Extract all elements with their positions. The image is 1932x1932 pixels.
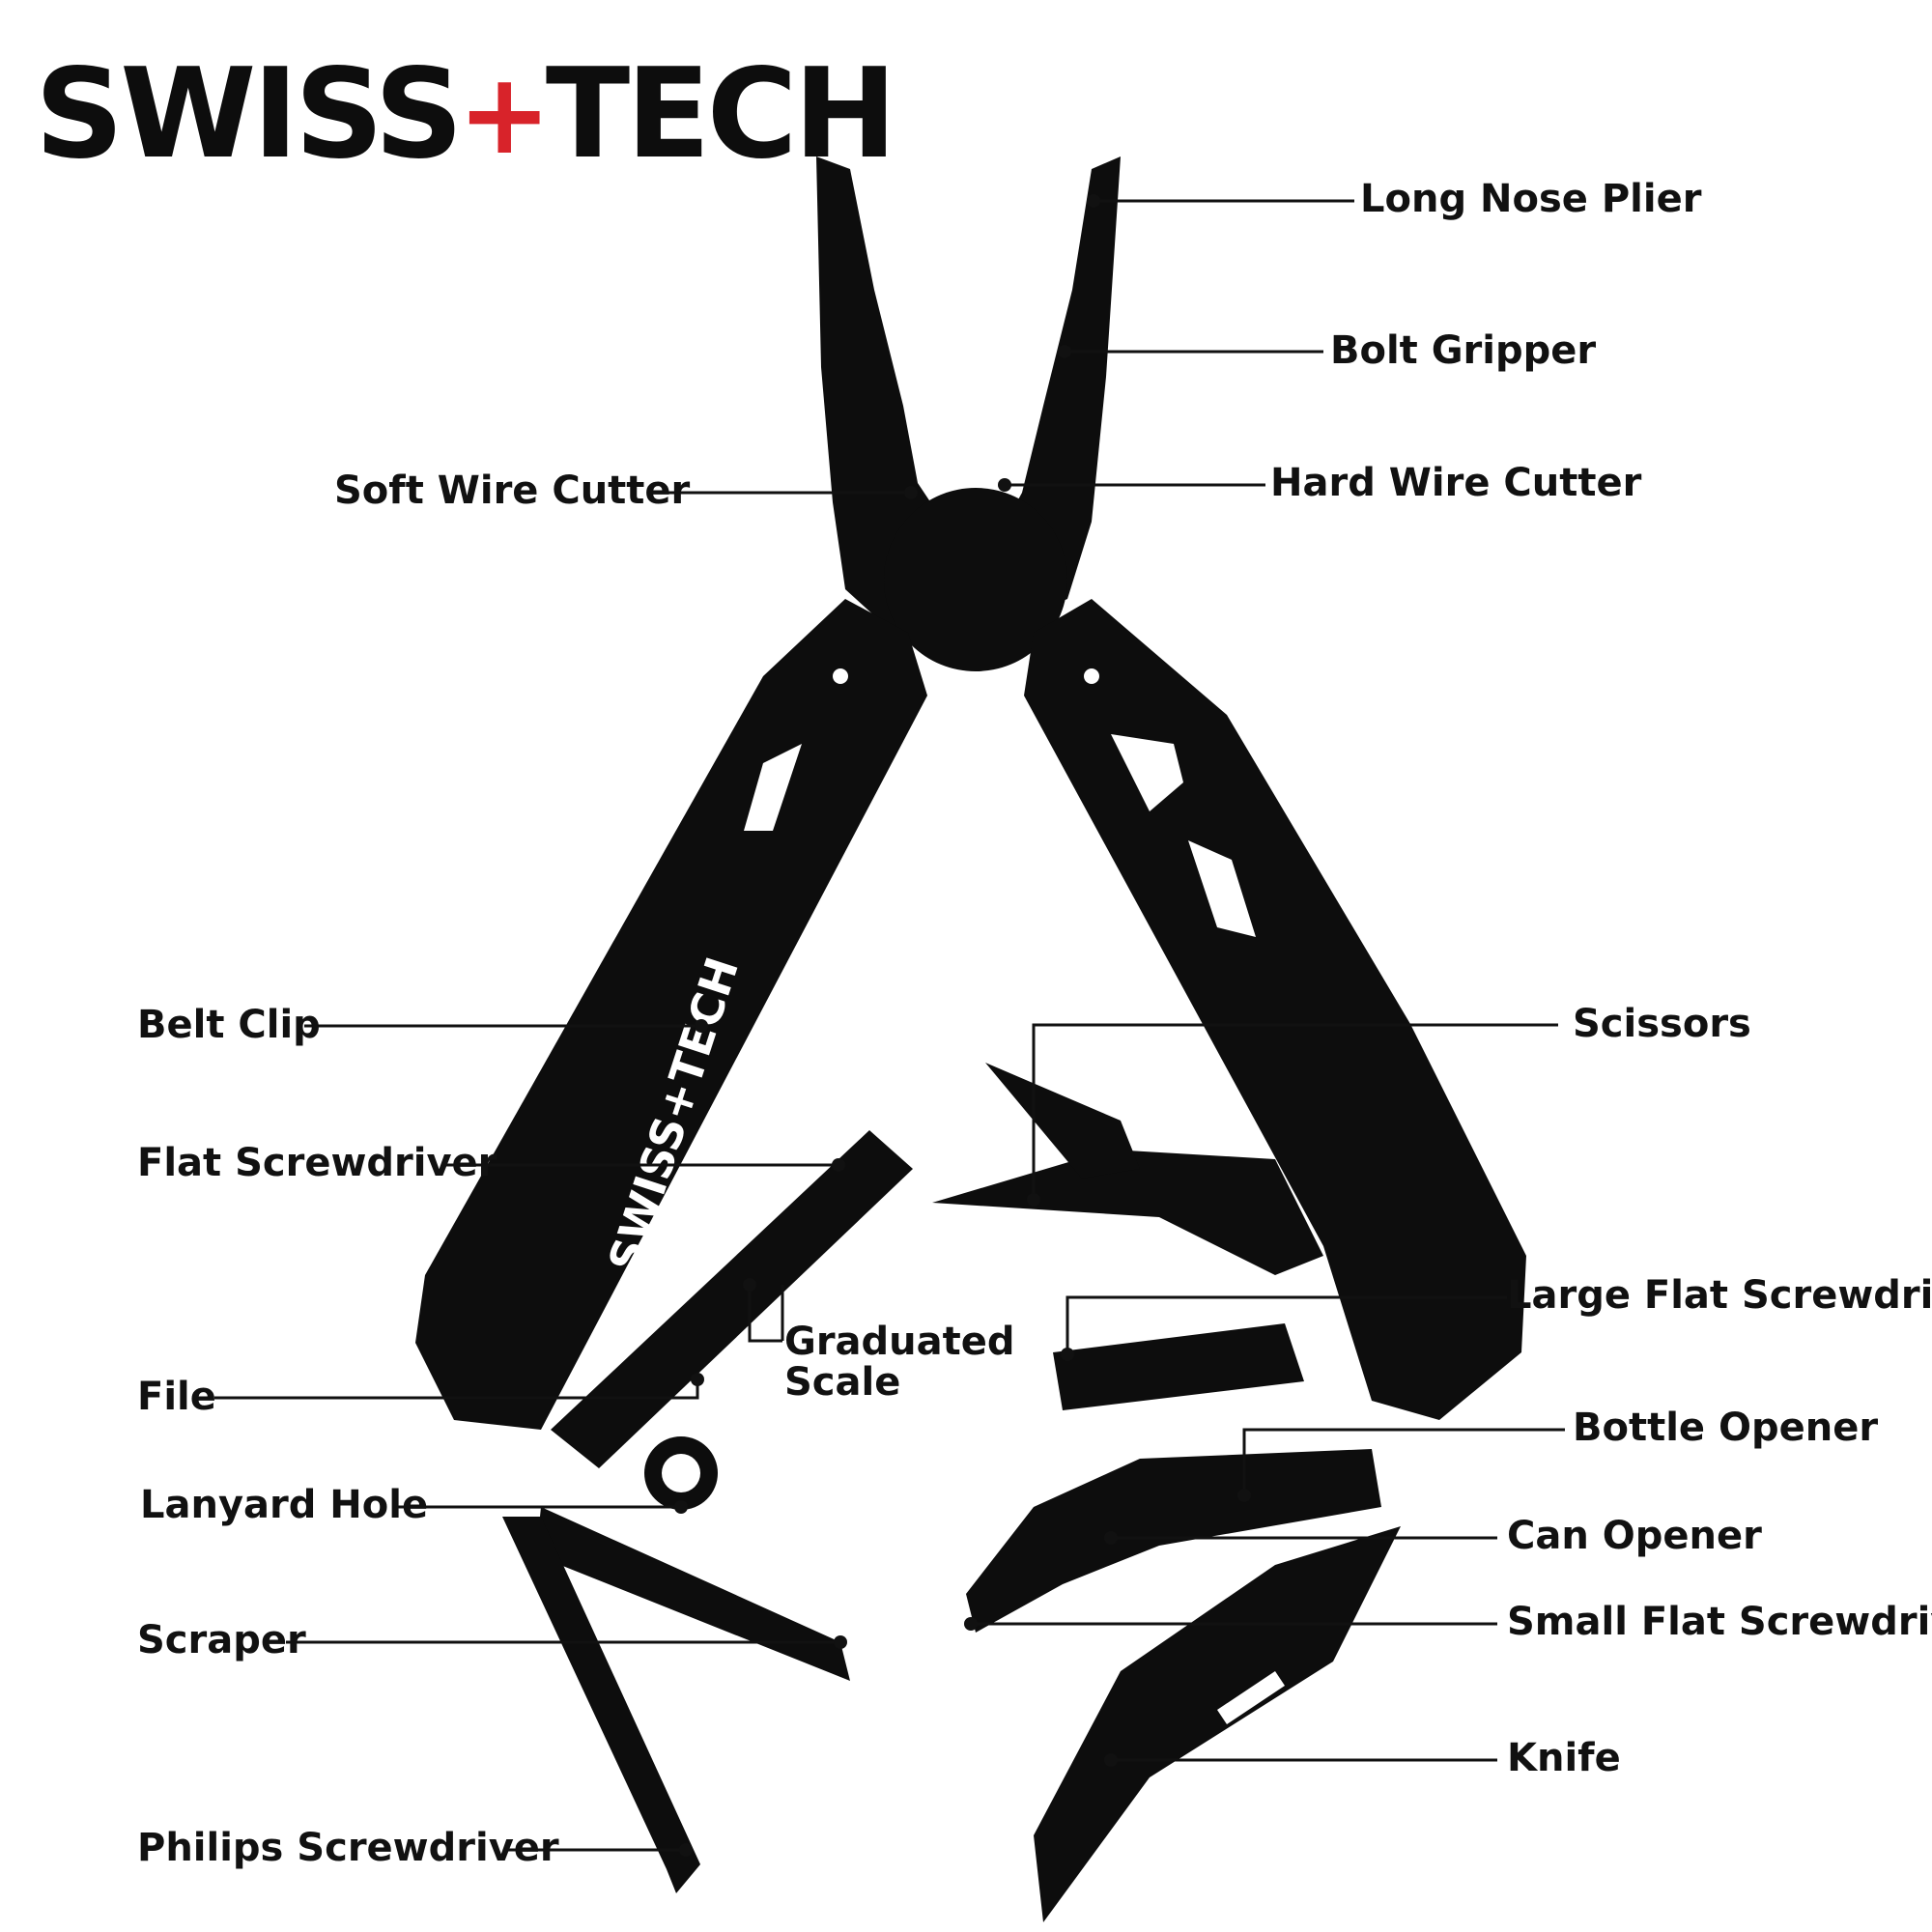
leader-scissors xyxy=(1032,1023,1558,1200)
multitool xyxy=(415,156,1526,1922)
dot-long-nose-plier xyxy=(1087,194,1100,208)
label-scraper: Scraper xyxy=(137,1618,306,1662)
leader-graduated-scale-2 xyxy=(748,1285,782,1343)
scraper-blade xyxy=(536,1507,850,1681)
label-belt-clip: Belt Clip xyxy=(137,1003,321,1047)
lanyard-hole-opening xyxy=(662,1454,700,1492)
dot-flat-screwdriver xyxy=(832,1158,845,1172)
label-soft-wire-cutter: Soft Wire Cutter xyxy=(334,469,691,513)
scissors-tool xyxy=(932,1150,1323,1275)
dot-philips-screwdriver xyxy=(679,1843,693,1857)
label-file: File xyxy=(137,1375,216,1419)
left-screw xyxy=(833,668,848,684)
label-long-nose-plier: Long Nose Plier xyxy=(1360,177,1702,221)
label-large-flat-screwdriver: Large Flat Screwdriver xyxy=(1507,1273,1932,1318)
knife-blade xyxy=(1034,1526,1401,1922)
dot-belt-clip xyxy=(695,1019,708,1033)
brand-logo-right: TECH xyxy=(545,43,897,186)
bottom-left-screw xyxy=(485,1436,500,1452)
brand-logo: SWISS+TECH xyxy=(35,43,897,187)
philips-screwdriver-shaft xyxy=(502,1517,700,1893)
leader-bottle-opener xyxy=(1242,1428,1565,1495)
leader-large-flat-screwdriver xyxy=(1065,1295,1507,1354)
right-handle-window-2 xyxy=(1188,840,1256,937)
label-knife: Knife xyxy=(1507,1736,1621,1780)
label-scissors: Scissors xyxy=(1573,1002,1751,1046)
pivot xyxy=(884,488,1067,671)
dot-bottle-opener xyxy=(1237,1489,1251,1502)
bottom-right-screw xyxy=(1407,1436,1423,1452)
dot-lanyard-hole xyxy=(674,1500,688,1514)
dot-large-flat-screwdriver xyxy=(1061,1348,1074,1361)
dot-graduated-scale xyxy=(743,1278,756,1292)
bottle-can-opener xyxy=(966,1449,1381,1633)
large-screwdriver-blade xyxy=(1053,1323,1304,1410)
label-flat-screwdriver: Flat Screwdriver xyxy=(137,1141,497,1185)
scissors-upper-blade xyxy=(985,1063,1140,1179)
multitool-cutouts xyxy=(485,668,1423,1724)
label-bolt-gripper: Bolt Gripper xyxy=(1330,328,1597,373)
label-philips-screwdriver: Philips Screwdriver xyxy=(137,1826,559,1870)
knife-thumb-slot xyxy=(1217,1671,1285,1724)
label-graduated-scale: Graduated Scale xyxy=(784,1320,1015,1405)
flat-screwdriver-ruler xyxy=(551,1130,913,1468)
label-lanyard-hole: Lanyard Hole xyxy=(140,1483,429,1527)
dot-scraper xyxy=(834,1635,847,1649)
brand-logo-plus: + xyxy=(457,49,552,180)
brand-logo-left: SWISS xyxy=(35,43,464,186)
leader-dots xyxy=(674,194,1251,1857)
left-handle-window xyxy=(744,744,802,831)
label-hard-wire-cutter: Hard Wire Cutter xyxy=(1270,461,1642,505)
dot-soft-wire-cutter xyxy=(904,486,918,499)
right-handle-window-1 xyxy=(1111,734,1183,811)
label-small-flat-screwdriver: Small Flat Screwdriver xyxy=(1507,1600,1932,1644)
dot-knife xyxy=(1104,1753,1118,1767)
label-bottle-opener: Bottle Opener xyxy=(1573,1406,1879,1450)
dot-small-flat-screwdriver xyxy=(964,1617,978,1631)
dot-hard-wire-cutter xyxy=(998,478,1011,492)
dot-scissors xyxy=(1027,1193,1040,1207)
dot-bolt-gripper xyxy=(1058,345,1071,358)
label-can-opener: Can Opener xyxy=(1507,1514,1762,1558)
left-handle xyxy=(415,599,927,1430)
right-screw xyxy=(1084,668,1099,684)
dot-can-opener xyxy=(1104,1531,1118,1545)
dot-file xyxy=(691,1373,704,1386)
